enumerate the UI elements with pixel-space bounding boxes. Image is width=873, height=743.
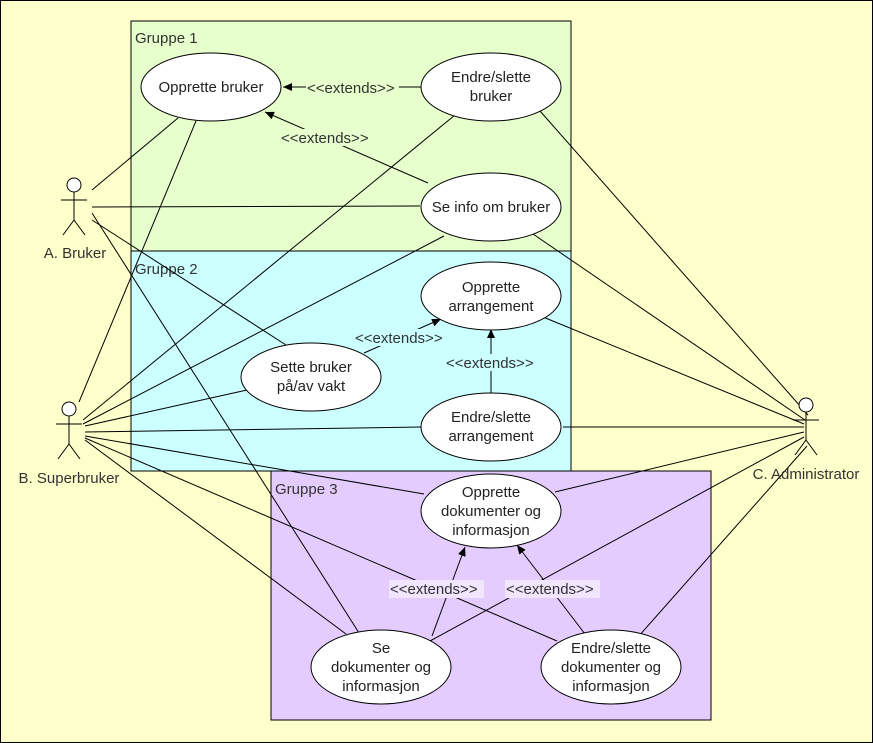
assoc-admin-se-dok [429,436,805,642]
use-case-label: Se [372,640,390,657]
group-2-label: Gruppe 2 [135,261,198,278]
extends-arrow-se-info [264,111,429,184]
use-case-label: Opprette [462,484,520,501]
assoc-superbruker-se-info [82,235,445,425]
assoc-superbruker-endre-dok [84,437,558,642]
use-case-label: informasjon [452,522,530,539]
use-case-label: informasjon [342,678,420,695]
use-case-label: dokumenter og [331,659,431,676]
actor-label-superbruker: B. Superbruker [19,470,120,487]
extends-label-5: <<extends>> [390,581,478,598]
use-case-label: Sette bruker [270,359,352,376]
use-case-label: på/av vakt [277,378,346,395]
assoc-bruker-sette-vakt [91,219,287,346]
use-case-label: Opprette bruker [158,79,263,96]
stick-figure-icon [793,397,819,456]
assoc-bruker-se-dok [91,212,362,637]
use-case-label: arrangement [448,428,534,445]
actor-bruker [61,177,87,236]
use-case-label: Opprette [462,279,520,296]
assoc-bruker-opprette-bruker [91,117,179,191]
use-case-label: bruker [470,88,513,105]
actor-superbruker [56,401,82,460]
assoc-superbruker-opprette-dok [84,435,425,495]
use-case-endre-arrangement: Endre/slette arrangement [420,392,562,462]
assoc-superbruker-sette-vakt [84,389,248,427]
assoc-admin-endre-dok [637,445,808,638]
extends-label-3: <<extends>> [355,330,443,347]
use-case-label: Endre/slette [571,640,651,657]
assoc-admin-se-info [532,233,806,421]
assoc-superbruker-se-dok [84,439,347,635]
extends-label-1: <<extends>> [307,80,395,97]
use-case-opprette-bruker: Opprette bruker [140,52,282,122]
extends-label-4: <<extends>> [446,355,534,372]
stick-figure-icon [56,401,82,460]
use-case-se-dokumenter: Se dokumenter og informasjon [310,629,452,705]
extends-label-6: <<extends>> [506,581,594,598]
assoc-admin-opprette-arr [542,316,805,425]
group-3-label: Gruppe 3 [275,481,338,498]
use-case-opprette-arrangement: Opprette arrangement [420,261,562,331]
assoc-admin-endre-bruker [539,110,809,416]
use-case-se-info: Se info om bruker [420,172,562,242]
extends-labels: <<extends>> <<extends>> <<extends>> <<ex… [281,79,600,598]
group-1-label: Gruppe 1 [135,30,198,47]
use-case-endre-bruker: Endre/slette bruker [420,52,562,122]
assoc-bruker-se-info [91,205,421,208]
use-case-label: Endre/slette [451,69,531,86]
use-case-label: Endre/slette [451,409,531,426]
stick-figure-icon [61,177,87,236]
use-case-label: arrangement [448,298,534,315]
extends-label-2: <<extends>> [281,130,369,147]
assoc-admin-opprette-dok [554,431,805,493]
assoc-superbruker-opprette-bruker [78,120,197,403]
use-case-sette-vakt: Sette bruker på/av vakt [240,342,382,412]
use-case-label: informasjon [572,678,650,695]
use-case-label: dokumenter og [441,503,541,520]
association-lines [78,110,809,642]
use-case-opprette-dokumenter: Opprette dokumenter og informasjon [420,473,562,549]
use-case-endre-dokumenter: Endre/slette dokumenter og informasjon [540,629,682,705]
actor-administrator [793,397,819,456]
use-case-label: Se info om bruker [432,199,550,216]
use-case-label: dokumenter og [561,659,661,676]
assoc-superbruker-endre-bruker [82,114,456,421]
actor-label-bruker: A. Bruker [44,245,107,262]
actor-label-administrator: C. Administrator [753,466,860,483]
assoc-superbruker-endre-arr [84,426,422,433]
